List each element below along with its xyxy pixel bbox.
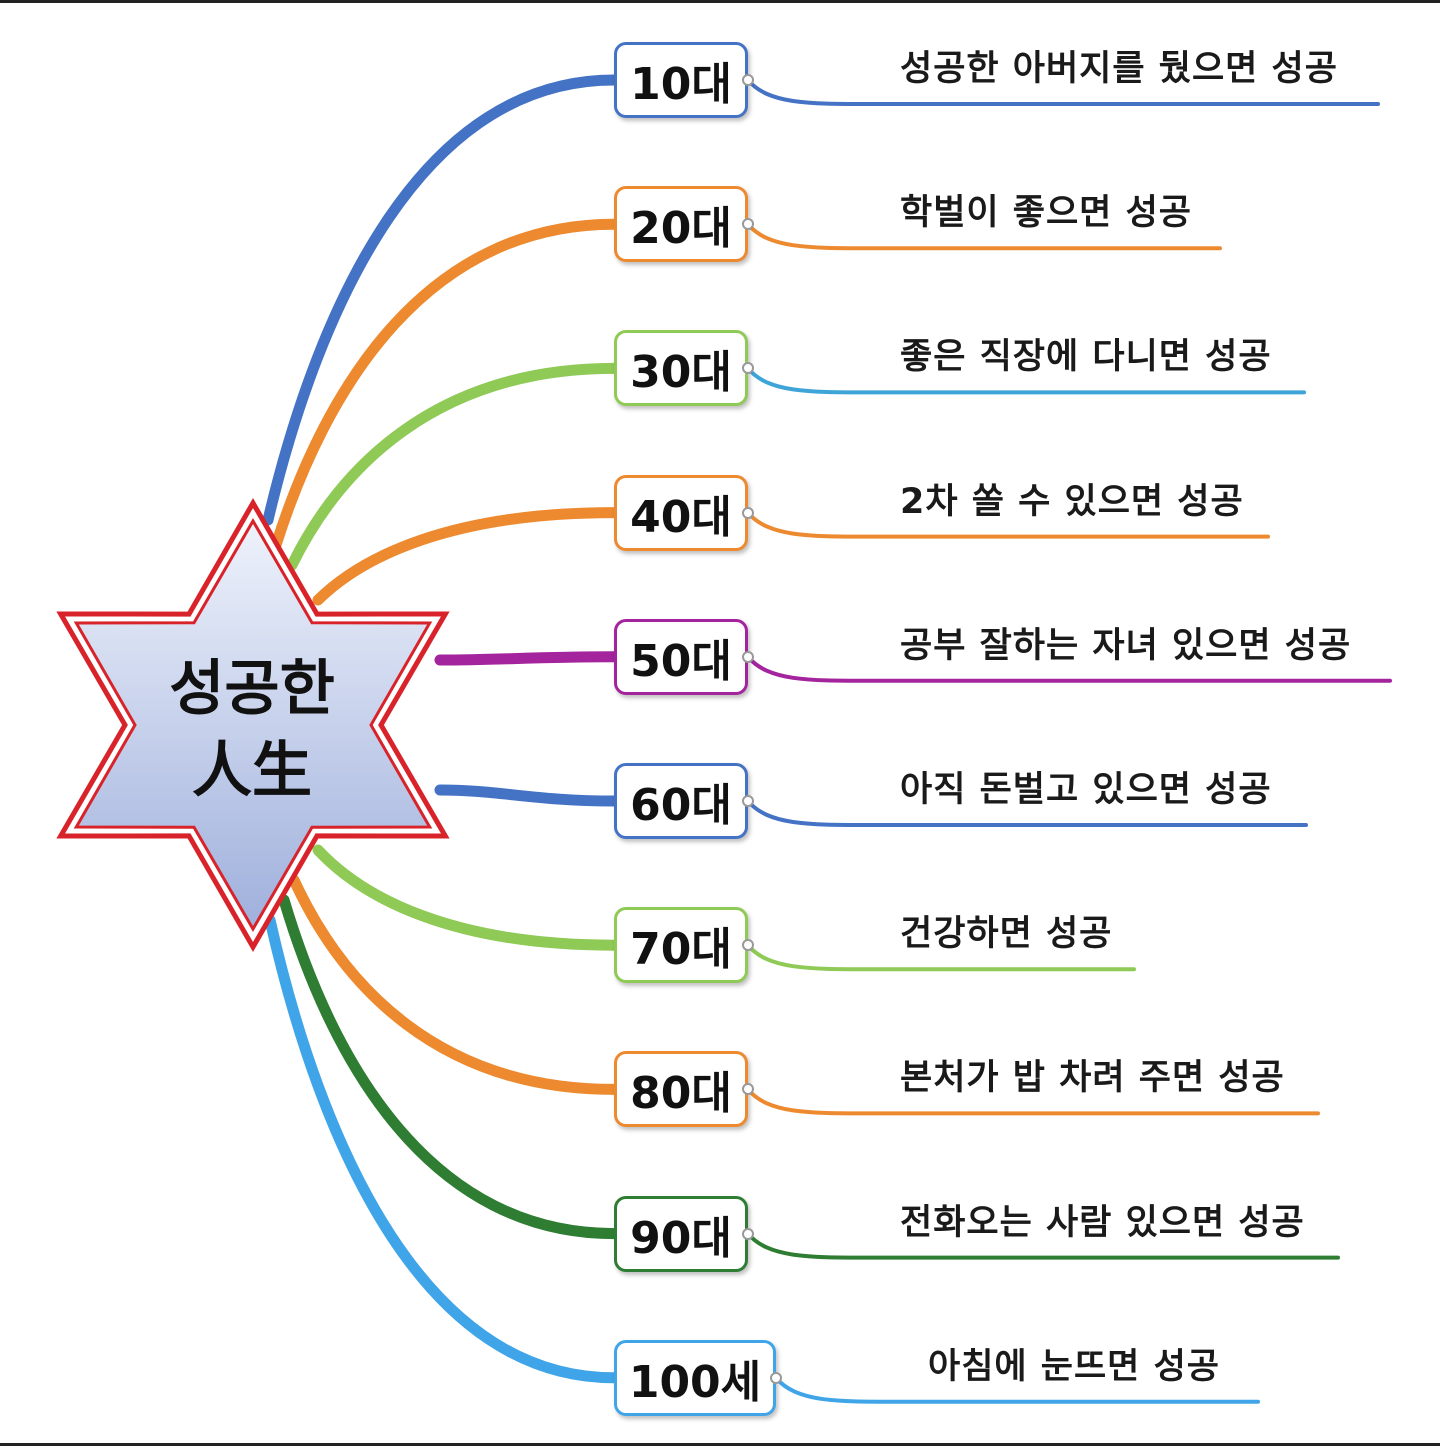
age-node: 100세 [614,1339,776,1416]
branch-curve-left [434,651,620,666]
age-node: 60대 [614,763,748,839]
age-node: 30대 [614,330,748,407]
branch-curve-left [434,784,620,807]
branch-description: 공부 잘하는 자녀 있으면 성공 [900,625,1352,666]
age-node: 40대 [614,474,748,551]
branch-underline [746,222,1222,251]
connector-dot [742,74,754,86]
age-node: 80대 [614,1051,748,1128]
branch-description: 2차 쏠 수 있으면 성공 [900,481,1244,522]
branch-underline [746,78,1380,106]
branch-underline [746,799,1308,827]
age-label: 90대 [630,1212,732,1264]
branch-curve-left [312,844,620,951]
branch-curve-left [270,218,620,551]
branch-underline [774,1375,1260,1404]
branch-underline [746,943,1136,972]
age-label: 60대 [630,780,732,831]
center-title-line1: 성공한 [169,654,335,724]
age-label: 40대 [630,491,732,543]
connector-dot [742,1083,754,1096]
center-star [56,497,450,953]
age-label: 70대 [630,924,732,976]
star-inner-fill [73,518,433,932]
center-title-line2: 人生 [192,736,312,806]
connector-dot [742,218,754,231]
age-label: 20대 [630,203,732,255]
branch-description: 아직 돈벌고 있으면 성공 [900,770,1272,810]
branch-underline [746,654,1392,683]
branch-description: 건강하면 성공 [900,914,1113,955]
branch-curves-right [746,78,1392,1404]
age-node: 70대 [614,907,748,984]
branch-description: 성공한 아버지를 뒀으면 성공 [900,49,1338,89]
age-node: 50대 [614,618,748,695]
branch-curves-left [262,74,620,1384]
branch-description: 아침에 눈뜨면 성공 [928,1346,1220,1387]
branch-curve-left [278,894,620,1240]
branch-underline [746,510,1270,539]
age-label: 10대 [630,59,732,110]
connector-dot [742,939,754,952]
age-label: 80대 [630,1068,732,1120]
branch-curve-left [264,914,620,1384]
center-title: 성공한 人生 [112,648,392,812]
age-label: 50대 [630,635,732,687]
branch-curve-left [286,362,620,571]
branch-curve-left [262,74,620,526]
connector-dot [770,1371,782,1384]
branch-underline [746,366,1306,395]
connector-dot [742,1227,754,1240]
age-node: 20대 [614,186,748,263]
branch-underline [746,1087,1320,1116]
age-node: 10대 [614,42,748,118]
branch-curve-left [288,874,620,1095]
connector-dot [742,795,754,807]
connector-dot [742,650,754,663]
age-node: 90대 [614,1195,748,1272]
connector-dot [742,362,754,375]
branch-description: 좋은 직장에 다니면 성공 [900,337,1272,378]
branch-description: 본처가 밥 차려 주면 성공 [900,1058,1285,1099]
age-label: 100세 [628,1356,762,1408]
age-label: 30대 [630,347,732,399]
branch-description: 학벌이 좋으면 성공 [900,193,1192,234]
branch-curve-left [312,507,620,606]
branch-description: 전화오는 사람 있으면 성공 [900,1202,1305,1243]
branch-underline [746,1231,1340,1260]
connector-dot [742,506,754,519]
